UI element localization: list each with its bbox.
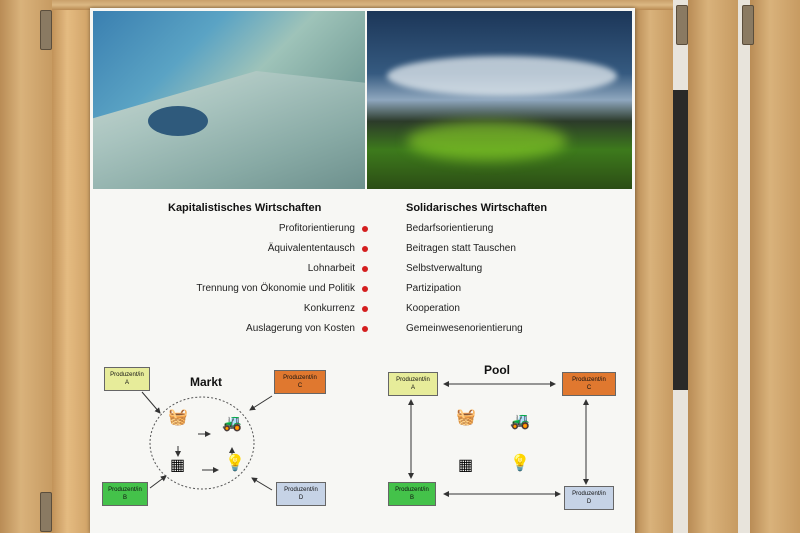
left-item: Auslagerung von Kosten [246, 323, 355, 334]
bread-basket-icon: 🧺 [168, 409, 188, 426]
pool-producer-a: Produzent/in A [388, 372, 438, 396]
frame-top-beam [52, 0, 673, 10]
bread-basket-icon: 🧺 [456, 409, 476, 426]
market-producer-b: Produzent/in B [102, 482, 148, 506]
window-gap [672, 90, 688, 390]
diagram-connectors [141, 381, 589, 497]
tractor-icon: 🚜 [510, 413, 530, 430]
pool-producer-b: Produzent/in B [388, 482, 436, 506]
pool-producer-d: Produzent/in D [564, 486, 614, 510]
solar-panel-icon: ▦ [458, 457, 474, 474]
right-item: Beitragen statt Tauschen [406, 243, 516, 254]
bullet-dot [362, 226, 368, 232]
left-column-title: Kapitalistisches Wirtschaften [168, 202, 322, 214]
right-column-title: Solidarisches Wirtschaften [406, 202, 548, 214]
bullet-dot [362, 286, 368, 292]
market-producer-c: Produzent/in C [274, 370, 326, 394]
frame-post-right [635, 0, 673, 533]
hinge-icon [40, 492, 52, 532]
left-item: Lohnarbeit [307, 263, 355, 274]
light-bulb-icon: 💡 [225, 455, 245, 472]
hinge-icon [676, 5, 688, 45]
left-item: Äquivalententausch [267, 243, 355, 254]
pool-title: Pool [484, 363, 510, 377]
right-item: Partizipation [406, 283, 462, 294]
bullet-dot [362, 326, 368, 332]
frame-post-left [0, 0, 52, 533]
bullet-dot [362, 306, 368, 312]
hinge-icon [742, 5, 754, 45]
frame-panel-post [688, 0, 738, 533]
photo-green-landscape [367, 11, 632, 189]
light-bulb-icon: 💡 [510, 455, 530, 472]
right-item: Selbstverwaltung [406, 263, 483, 274]
hinge-icon [40, 10, 52, 50]
solar-panel-icon: ▦ [170, 457, 186, 474]
market-producer-d: Produzent/in D [276, 482, 326, 506]
market-producer-a: Produzent/in A [104, 367, 150, 391]
pool-producer-c: Produzent/in C [562, 372, 616, 396]
right-item: Gemeinwesenorientierung [406, 323, 523, 334]
tractor-icon: 🚜 [222, 415, 242, 432]
left-item: Trennung von Ökonomie und Politik [196, 283, 355, 294]
right-item: Kooperation [406, 303, 460, 314]
left-item: Konkurrenz [303, 303, 355, 314]
bullet-dot [362, 266, 368, 272]
left-item: Profitorientierung [278, 223, 355, 234]
right-item: Bedarfsorientierung [406, 223, 494, 234]
market-title: Markt [190, 375, 223, 389]
poster: Kapitalistisches Wirtschaften Solidarisc… [90, 8, 635, 533]
frame-panel-post-2 [750, 0, 800, 533]
frame-post-inner-left [52, 0, 90, 533]
photo-artificial-islands [93, 11, 365, 189]
bullet-dot [362, 246, 368, 252]
